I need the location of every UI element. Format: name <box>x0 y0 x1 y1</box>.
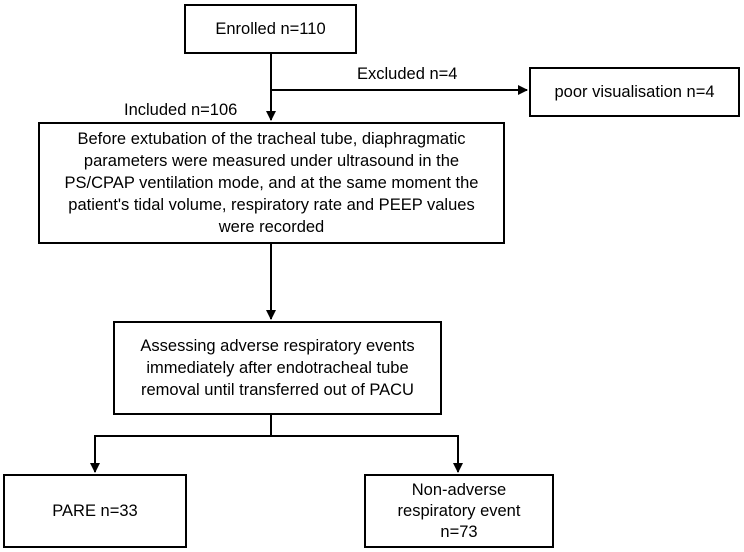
pare-text: PARE n=33 <box>52 502 138 520</box>
excluded-label: Excluded n=4 <box>357 65 458 83</box>
enrolled-text: Enrolled n=110 <box>215 20 326 38</box>
measurement-box: Before extubation of the tracheal tube, … <box>38 122 505 244</box>
excluded-reason-text: poor visualisation n=4 <box>554 83 715 101</box>
excluded-box: poor visualisation n=4 <box>529 67 740 117</box>
included-label: Included n=106 <box>124 101 238 119</box>
assessment-box: Assessing adverse respiratory events imm… <box>113 321 442 415</box>
enrolled-box: Enrolled n=110 <box>184 4 357 54</box>
measurement-text: Before extubation of the tracheal tube, … <box>64 130 479 236</box>
non-adverse-box: Non-adverse respiratory event n=73 <box>364 474 554 548</box>
pare-box: PARE n=33 <box>3 474 187 548</box>
assessment-text: Assessing adverse respiratory events imm… <box>140 337 415 399</box>
non-adverse-text: Non-adverse respiratory event n=73 <box>397 480 521 541</box>
